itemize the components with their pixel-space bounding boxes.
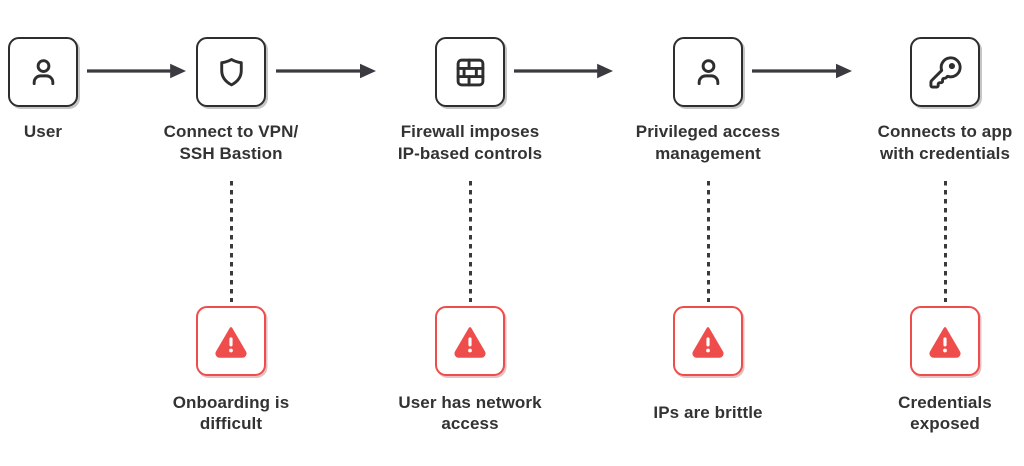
arrow-right-icon [514, 63, 613, 79]
warning-node-vpn-bastion [196, 306, 266, 376]
step-label-line: with credentials [879, 143, 1011, 163]
step-label-firewall: Firewall imposes IP-based controls [355, 121, 585, 164]
step-label-user: User [0, 121, 158, 143]
issue-label-line: User has network [398, 392, 542, 412]
step-node-firewall [435, 37, 505, 107]
step-label-line: Firewall imposes [400, 122, 540, 141]
step-label-line: SSH Bastion [179, 143, 283, 163]
keys-icon [928, 55, 962, 89]
issue-label-vpn-bastion: Onboarding is difficult [116, 390, 346, 436]
warning-node-firewall [435, 306, 505, 376]
alert-triangle-icon [929, 327, 961, 358]
dashed-connector-vpn-bastion [229, 181, 233, 302]
issue-label-line: difficult [199, 414, 263, 433]
issue-label-app-credentials: Credentials exposed [830, 390, 1024, 436]
shield-icon [219, 57, 243, 86]
step-label-pam: Privileged access management [593, 121, 823, 164]
arrow-right-icon [276, 63, 376, 79]
arrow-right-icon [752, 63, 852, 79]
step-label-line: Connects to app [877, 122, 1013, 141]
issue-label-line: exposed [910, 414, 980, 433]
step-label-line: User [23, 122, 63, 141]
step-node-app-credentials [910, 37, 980, 107]
dashed-connector-pam [706, 181, 710, 302]
alert-triangle-icon [215, 327, 247, 358]
step-label-vpn-bastion: Connect to VPN/ SSH Bastion [116, 121, 346, 164]
dashed-connector-app-credentials [943, 181, 947, 302]
step-label-line: Connect to VPN/ [163, 122, 299, 141]
issue-label-pam: IPs are brittle [593, 390, 823, 436]
user-icon [32, 58, 54, 85]
alert-triangle-icon [692, 327, 724, 358]
issue-label-line: IPs are brittle [653, 403, 763, 423]
step-label-line: Privileged access [635, 122, 781, 141]
brick-wall-icon [456, 58, 484, 86]
dashed-connector-firewall [468, 181, 472, 302]
step-node-user [8, 37, 78, 107]
step-label-line: management [655, 143, 761, 163]
step-node-pam [673, 37, 743, 107]
arrow-right-icon [87, 63, 186, 79]
step-label-line: IP-based controls [397, 143, 543, 163]
alert-triangle-icon [454, 327, 486, 358]
warning-node-app-credentials [910, 306, 980, 376]
issue-label-firewall: User has network access [355, 390, 585, 436]
issue-label-line: Onboarding is [172, 392, 290, 412]
issue-label-line: access [441, 414, 499, 433]
step-label-app-credentials: Connects to app with credentials [830, 121, 1024, 164]
warning-node-pam [673, 306, 743, 376]
user-icon [697, 58, 719, 85]
step-node-vpn-bastion [196, 37, 266, 107]
issue-label-line: Credentials [898, 392, 992, 412]
